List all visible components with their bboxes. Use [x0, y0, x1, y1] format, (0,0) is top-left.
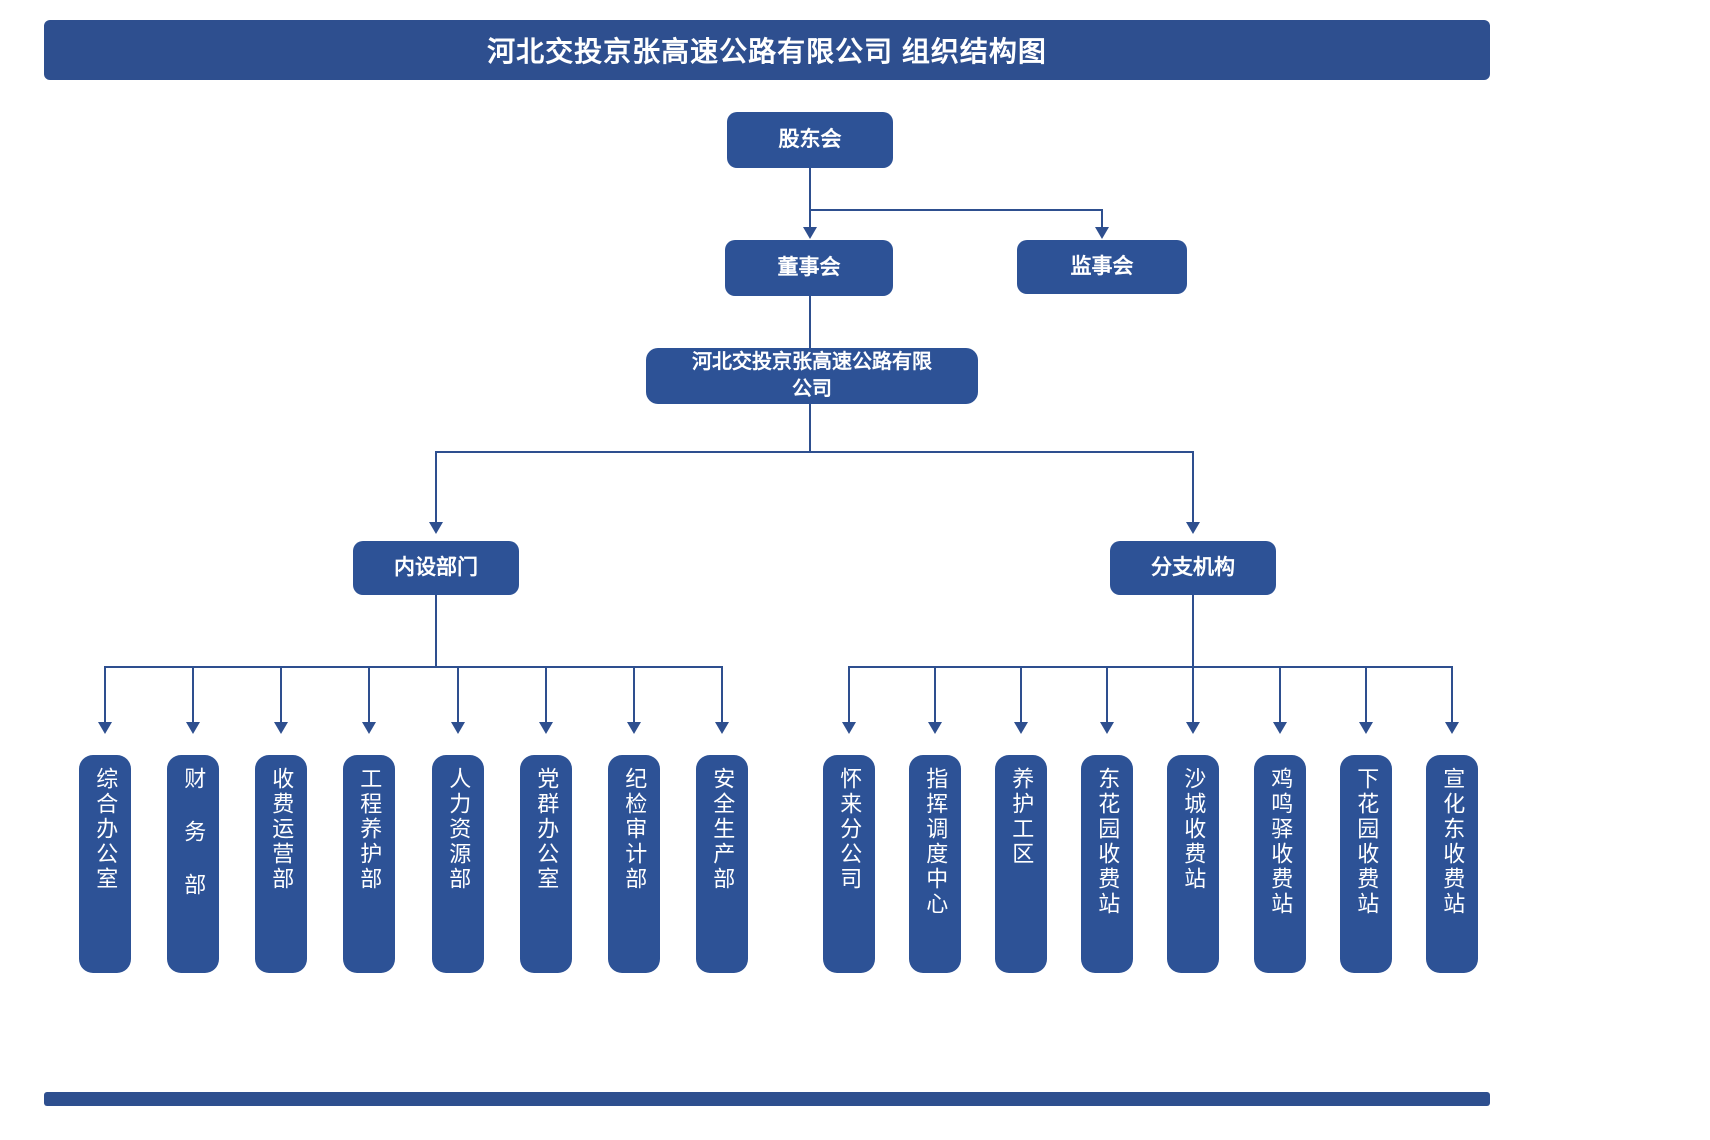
node-shareholders-meeting[interactable]: 股东会 — [727, 112, 893, 168]
arrow-internal-3-icon — [274, 722, 288, 734]
connector-branch-drop-5 — [1192, 666, 1194, 724]
leaf-internal-1[interactable]: 综合办公室 — [79, 755, 131, 973]
page-title: 河北交投京张高速公路有限公司 组织结构图 — [487, 36, 1047, 67]
arrow-internal-5-icon — [451, 722, 465, 734]
arrow-internal-2-icon — [186, 722, 200, 734]
node-board-of-directors[interactable]: 董事会 — [725, 240, 893, 296]
leaf-branch-7[interactable]: 下花园收费站 — [1340, 755, 1392, 973]
arrow-to-supervisors-icon — [1095, 227, 1109, 239]
leaf-branch-3[interactable]: 养护工区 — [995, 755, 1047, 973]
leaf-label: 鸡鸣驿收费站 — [1268, 767, 1294, 917]
connector-internal-drop-6 — [545, 666, 547, 724]
connector-internal-drop-3 — [280, 666, 282, 724]
arrow-internal-1-icon — [98, 722, 112, 734]
arrow-branch-8-icon — [1445, 722, 1459, 734]
node-label: 股东会 — [778, 127, 842, 151]
connector-company-split — [435, 451, 1194, 453]
connector-branch-drop-4 — [1106, 666, 1108, 724]
leaf-internal-3[interactable]: 收费运营部 — [255, 755, 307, 973]
leaf-label: 工程养护部 — [357, 767, 383, 892]
connector-internal-drop-8 — [721, 666, 723, 724]
connector-to-board — [809, 209, 811, 229]
leaf-internal-7[interactable]: 纪检审计部 — [608, 755, 660, 973]
connector-board-to-company — [809, 296, 811, 348]
connector-branch-drop-3 — [1020, 666, 1022, 724]
leaf-branch-2[interactable]: 指挥调度中心 — [909, 755, 961, 973]
leaf-label: 安全生产部 — [710, 767, 736, 892]
connector-branch-drop-7 — [1365, 666, 1367, 724]
arrow-branch-3-icon — [1014, 722, 1028, 734]
arrow-internal-6-icon — [539, 722, 553, 734]
connector-shareholders-down — [809, 168, 811, 210]
node-label-line2: 公司 — [792, 378, 832, 400]
leaf-label: 综合办公室 — [93, 767, 119, 892]
leaf-label: 人力资源部 — [446, 767, 472, 892]
node-label: 监事会 — [1070, 254, 1134, 278]
connector-internal-drop-1 — [104, 666, 106, 724]
node-label-line1: 河北交投京张高速公路有限 — [692, 351, 932, 373]
leaf-label: 纪检审计部 — [622, 767, 648, 892]
leaf-label: 下花园收费站 — [1354, 767, 1380, 917]
leaf-internal-2[interactable]: 财 务 部 — [167, 755, 219, 973]
connector-shareholders-split — [809, 209, 1103, 211]
node-label: 董事会 — [777, 255, 841, 279]
leaf-label: 收费运营部 — [269, 767, 295, 892]
footer-bar — [44, 1092, 1490, 1106]
arrow-branch-2-icon — [928, 722, 942, 734]
connector-branch-drop-6 — [1279, 666, 1281, 724]
leaf-branch-5[interactable]: 沙城收费站 — [1167, 755, 1219, 973]
connector-to-branch-organizations — [1192, 451, 1194, 524]
arrow-to-branch-organizations-icon — [1186, 522, 1200, 534]
connector-branch-trunk — [1192, 595, 1194, 667]
connector-internal-rail — [104, 666, 721, 668]
node-label: 内设部门 — [394, 555, 478, 579]
leaf-label: 财 务 部 — [181, 767, 207, 898]
arrow-internal-7-icon — [627, 722, 641, 734]
node-branch-organizations[interactable]: 分支机构 — [1110, 541, 1276, 595]
connector-internal-drop-4 — [368, 666, 370, 724]
node-board-of-supervisors[interactable]: 监事会 — [1017, 240, 1187, 294]
leaf-label: 宣化东收费站 — [1440, 767, 1466, 917]
node-company[interactable]: 河北交投京张高速公路有限 公司 — [646, 348, 978, 404]
node-internal-departments[interactable]: 内设部门 — [353, 541, 519, 595]
page-title-bar: 河北交投京张高速公路有限公司 组织结构图 — [44, 20, 1490, 80]
leaf-branch-6[interactable]: 鸡鸣驿收费站 — [1254, 755, 1306, 973]
leaf-internal-5[interactable]: 人力资源部 — [432, 755, 484, 973]
connector-branch-drop-2 — [934, 666, 936, 724]
leaf-label: 指挥调度中心 — [923, 767, 949, 917]
connector-internal-trunk — [435, 595, 437, 667]
leaf-internal-8[interactable]: 安全生产部 — [696, 755, 748, 973]
leaf-branch-1[interactable]: 怀来分公司 — [823, 755, 875, 973]
leaf-branch-8[interactable]: 宣化东收费站 — [1426, 755, 1478, 973]
leaf-label: 养护工区 — [1009, 767, 1035, 867]
arrow-to-board-icon — [803, 227, 817, 239]
connector-company-down — [809, 404, 811, 452]
leaf-label: 沙城收费站 — [1181, 767, 1207, 892]
connector-internal-drop-7 — [633, 666, 635, 724]
leaf-internal-4[interactable]: 工程养护部 — [343, 755, 395, 973]
arrow-internal-4-icon — [362, 722, 376, 734]
connector-internal-drop-5 — [457, 666, 459, 724]
arrow-branch-6-icon — [1273, 722, 1287, 734]
connector-to-internal-departments — [435, 451, 437, 524]
connector-branch-rail — [848, 666, 1452, 668]
arrow-branch-7-icon — [1359, 722, 1373, 734]
connector-branch-drop-8 — [1451, 666, 1453, 724]
arrow-internal-8-icon — [715, 722, 729, 734]
connector-internal-drop-2 — [192, 666, 194, 724]
arrow-to-internal-departments-icon — [429, 522, 443, 534]
connector-to-supervisors — [1101, 209, 1103, 229]
leaf-label: 党群办公室 — [534, 767, 560, 892]
arrow-branch-5-icon — [1186, 722, 1200, 734]
leaf-label: 东花园收费站 — [1095, 767, 1121, 917]
arrow-branch-4-icon — [1100, 722, 1114, 734]
leaf-label: 怀来分公司 — [837, 767, 863, 892]
connector-branch-drop-1 — [848, 666, 850, 724]
arrow-branch-1-icon — [842, 722, 856, 734]
leaf-internal-6[interactable]: 党群办公室 — [520, 755, 572, 973]
leaf-branch-4[interactable]: 东花园收费站 — [1081, 755, 1133, 973]
node-label: 分支机构 — [1151, 555, 1235, 579]
